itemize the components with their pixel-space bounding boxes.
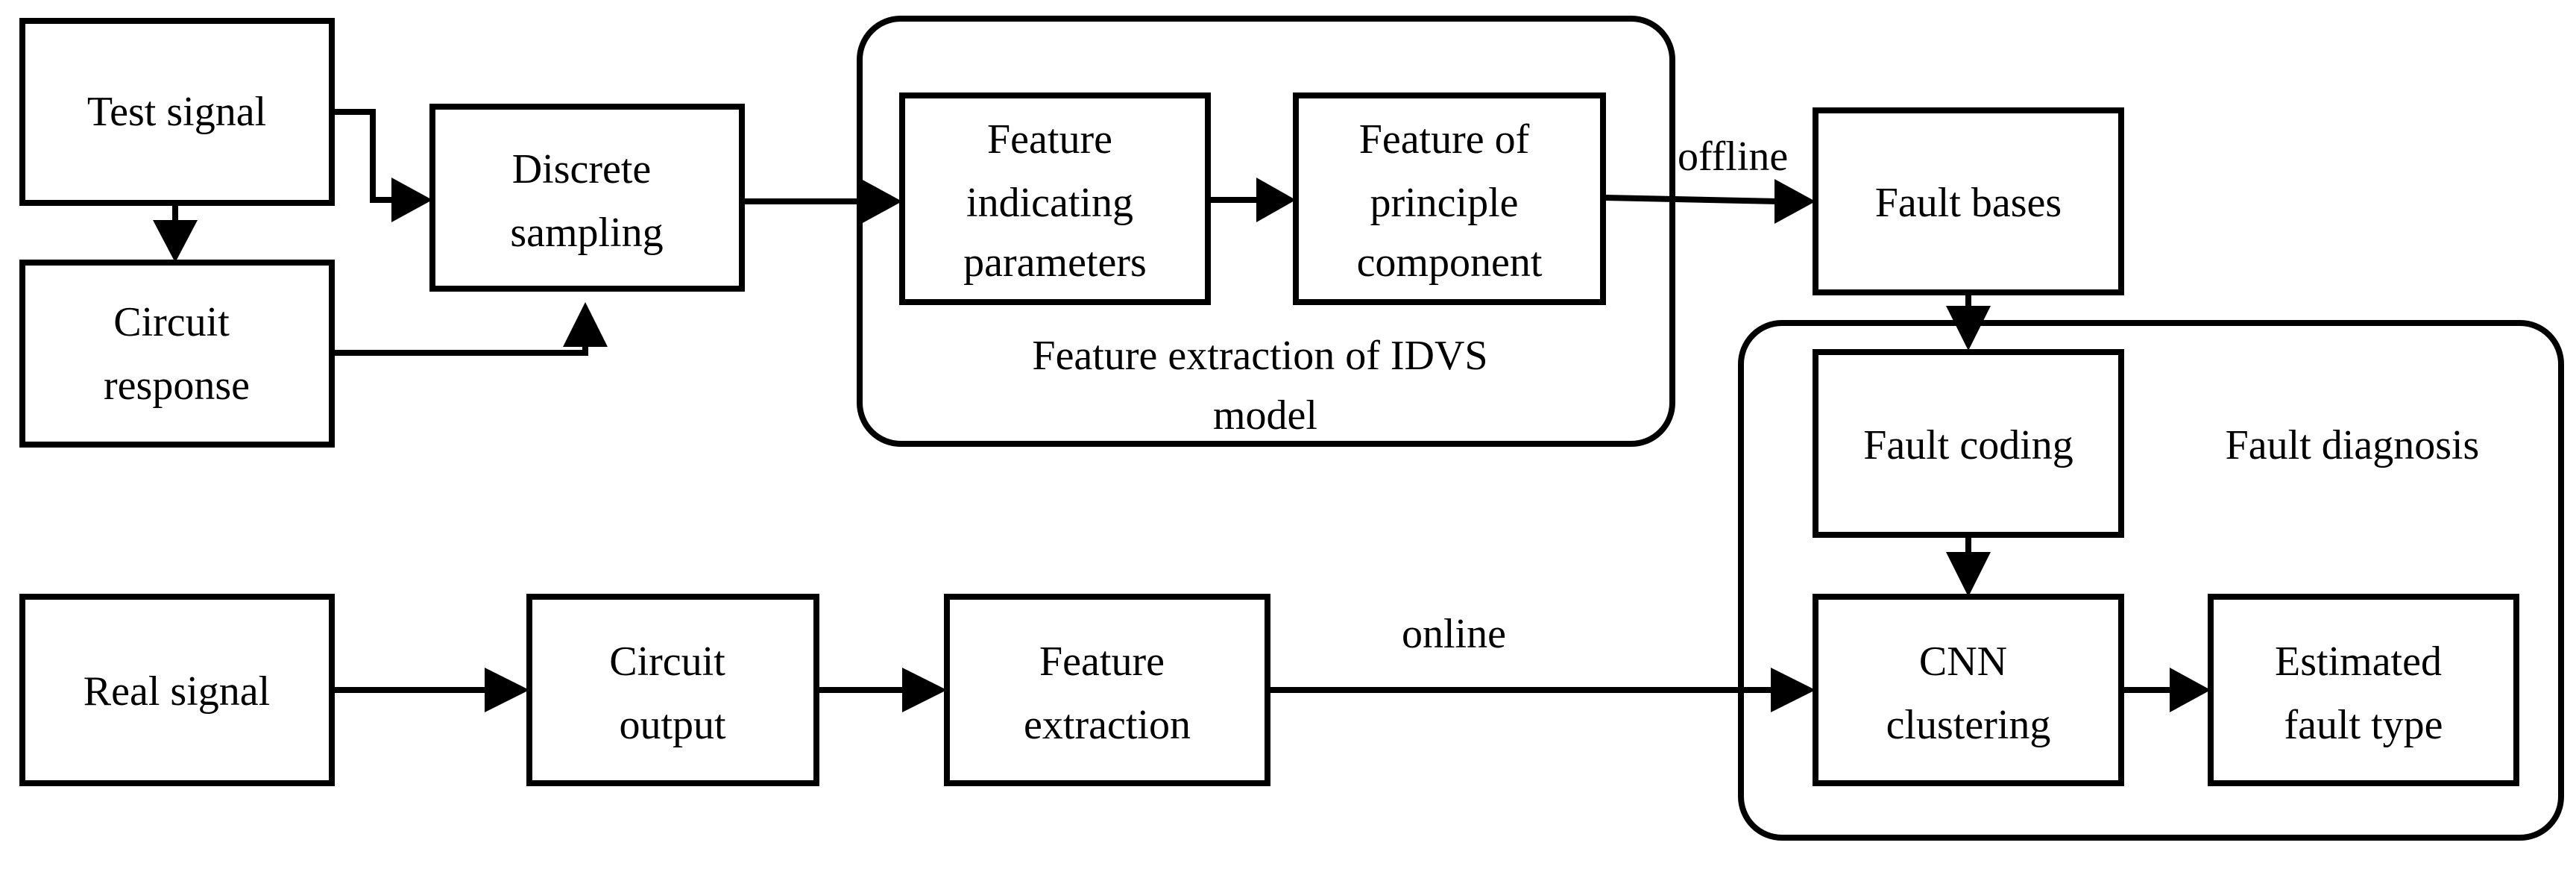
edge-label-offline: offline [1678, 134, 1788, 180]
node-feature-extraction-label: Feature extraction [1024, 639, 1191, 748]
group-fault-diagnosis [1738, 320, 2564, 841]
node-estimated-fault-label: Estimated fault type [2275, 639, 2452, 748]
edge-principle-to-bases [1604, 195, 1779, 204]
node-test-signal-label: Test signal [87, 89, 266, 135]
edge-response-to-sampling [332, 321, 588, 356]
node-fault-bases-box [1813, 107, 2124, 295]
edge-bases-to-coding [1946, 306, 1991, 351]
group-diagnosis-label: Fault diagnosis [2226, 422, 2480, 468]
node-estimated-fault-box [2208, 594, 2519, 786]
edge-test-to-sampling [332, 109, 395, 203]
node-feature-principle-label: Feature of principle component [1357, 116, 1543, 286]
node-feature-indicating-box [899, 92, 1211, 305]
node-discrete-sampling-label: Discrete sampling [510, 146, 663, 256]
node-cnn-clustering-label: CNN clustering [1886, 639, 2051, 748]
node-feature-indicating-label: Feature indicating parameters [963, 116, 1147, 286]
edge-test-to-response [153, 220, 198, 263]
node-test-signal-box [19, 18, 335, 206]
node-circuit-response-box [19, 260, 335, 448]
node-real-signal-label: Real signal [84, 668, 270, 715]
node-circuit-response-label: Circuit response [104, 299, 250, 409]
node-fault-bases-label: Fault bases [1875, 180, 2062, 226]
node-discrete-sampling-box [429, 104, 745, 292]
node-circuit-output-label: Circuit output [609, 639, 736, 748]
edge-coding-to-cnn [1946, 552, 1991, 597]
node-cnn-clustering-box [1813, 594, 2124, 786]
group-idvs-label: Feature extraction of IDVS model [1032, 333, 1498, 439]
edge-label-online: online [1402, 611, 1506, 657]
node-fault-coding-box [1813, 349, 2124, 538]
node-circuit-output-box [526, 594, 819, 786]
node-feature-principle-box [1293, 92, 1606, 305]
node-real-signal-box [19, 594, 335, 786]
group-idvs-feature-extraction [857, 16, 1675, 447]
node-feature-extraction-box [944, 594, 1270, 786]
connectors [153, 109, 2211, 712]
node-fault-coding-label: Fault coding [1863, 422, 2073, 468]
